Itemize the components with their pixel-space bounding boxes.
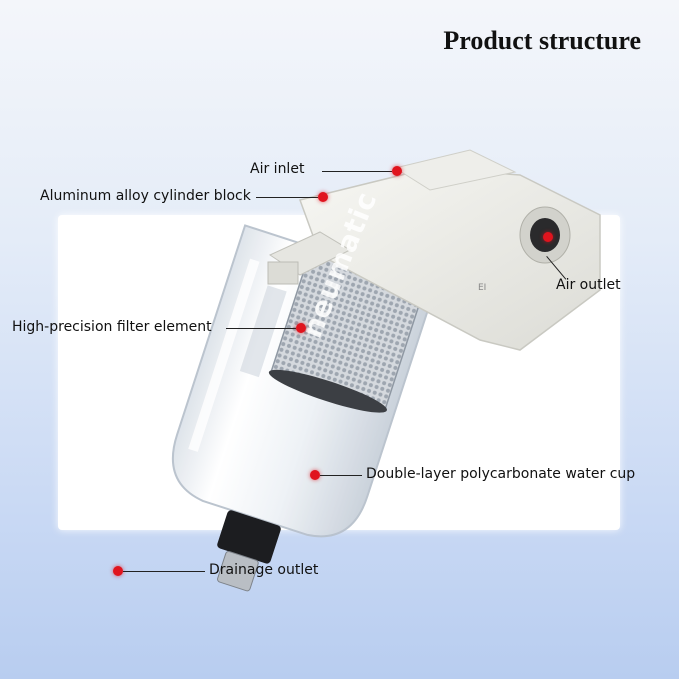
drain-fitting <box>217 510 281 564</box>
leader-water-cup <box>320 475 362 476</box>
label-cylinder-block: Aluminum alloy cylinder block <box>40 188 251 204</box>
marker-drainage-outlet <box>113 566 123 576</box>
marker-water-cup <box>310 470 320 480</box>
label-filter-element: High-precision filter element <box>12 319 212 335</box>
marker-air-outlet <box>543 232 553 242</box>
label-air-outlet: Air outlet <box>556 277 621 293</box>
svg-text:EI: EI <box>478 283 486 293</box>
page-title: Product structure <box>443 26 641 55</box>
water-cup <box>171 224 437 592</box>
leader-drainage-outlet <box>123 571 205 572</box>
label-air-inlet: Air inlet <box>250 161 305 177</box>
leader-filter-element <box>226 328 296 329</box>
label-water-cup: Double-layer polycarbonate water cup <box>366 466 636 482</box>
leader-cylinder-block <box>256 197 318 198</box>
marker-cylinder-block <box>318 192 328 202</box>
label-drainage-outlet: Drainage outlet <box>209 562 319 578</box>
leader-air-inlet <box>322 171 392 172</box>
marker-filter-element <box>296 323 306 333</box>
marker-air-inlet <box>392 166 402 176</box>
